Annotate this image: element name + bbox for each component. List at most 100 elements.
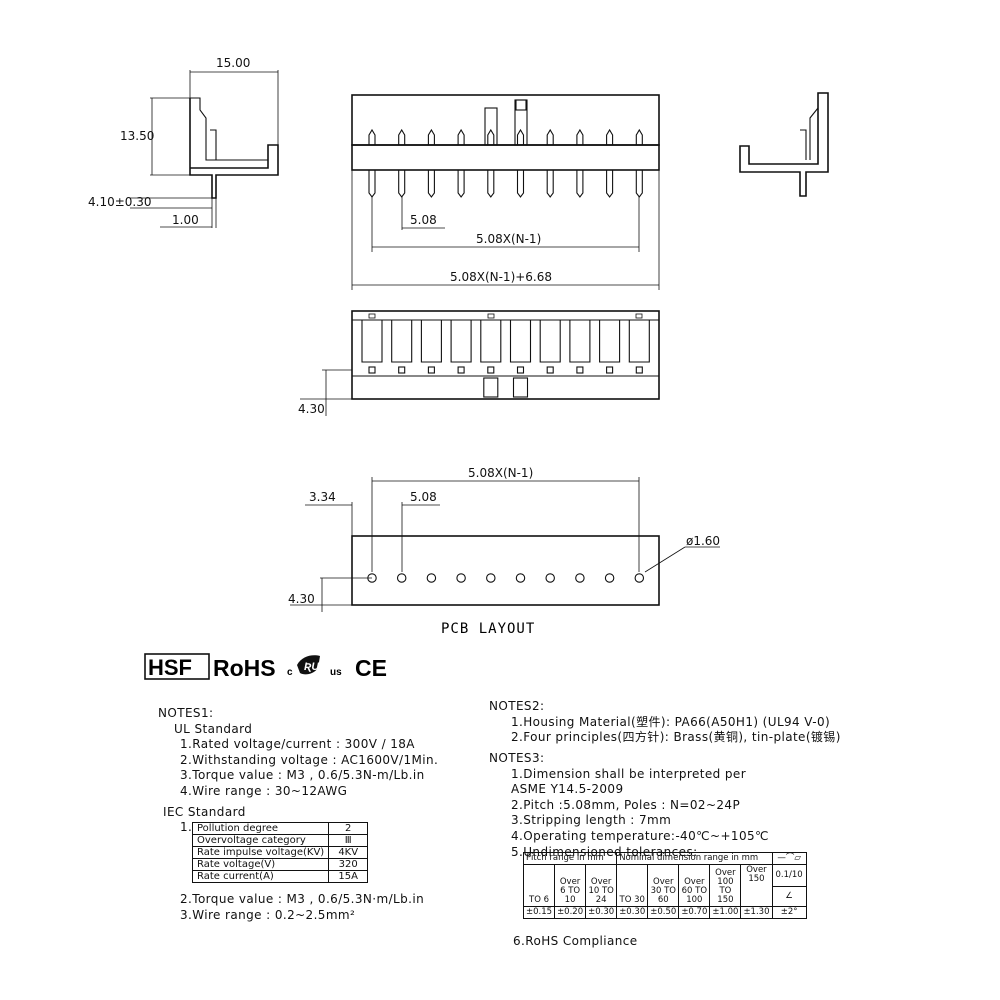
iec-label: Rate voltage(V)	[191, 858, 330, 871]
tolerance-cell: ±0.70	[678, 906, 711, 919]
hsf-text: HSF	[148, 655, 192, 680]
notes3: NOTES3: 1.Dimension shall be interpreted…	[489, 751, 769, 860]
dim-bottom-offset: 4.30	[298, 402, 325, 416]
housing-marker	[368, 313, 376, 319]
range-cell: Over 6 TO 10	[554, 864, 587, 907]
housing-slot	[569, 320, 591, 363]
dim-pcb-edge: 3.34	[309, 490, 336, 504]
rohs-logo: RoHS	[213, 655, 276, 681]
iec-value: 15A	[328, 870, 369, 883]
housing-slot	[450, 320, 472, 363]
iec-items: 2.Torque value : M3 , 0.6/5.3N·m/Lb.in 3…	[180, 892, 424, 923]
pin-bottom	[457, 170, 465, 198]
iec-label: Rate impulse voltage(KV)	[191, 846, 330, 859]
nominal-range-header: Nominal dimension range in mm	[616, 852, 773, 865]
pcb-hole	[604, 573, 615, 583]
notes3-item: 2.Pitch :5.08mm, Poles : N=02~24P	[511, 797, 741, 812]
notes3-item: 3.Stripping length : 7mm	[511, 813, 672, 828]
pcb-hole	[486, 573, 496, 583]
ce-mark: CE	[355, 655, 387, 681]
range-cell: Over 30 TO 60	[647, 864, 680, 907]
dim-pitch: 5.08	[410, 213, 437, 227]
table-row: Rate current(A)15A	[191, 870, 369, 883]
housing-slot	[539, 320, 561, 363]
housing-square	[398, 366, 406, 374]
housing-dims	[300, 369, 352, 416]
notes3-title: NOTES3:	[489, 751, 545, 765]
tolerance-table: Pitch range in mm Nominal dimension rang…	[522, 852, 807, 919]
ul-logo-icon	[297, 655, 320, 675]
housing-square	[427, 366, 435, 374]
housing-slot	[599, 320, 621, 363]
iec-value: Ⅲ	[328, 834, 369, 847]
tolerance-cell: ±1.30	[740, 906, 773, 919]
hsf-logo	[144, 653, 210, 680]
iec-value: 2	[328, 822, 369, 835]
pcb-hole	[545, 573, 555, 583]
tolerance-cell: ±1.00	[709, 906, 742, 919]
front-dims	[351, 170, 660, 290]
pin-bottom	[368, 170, 376, 198]
notes2-title: NOTES2:	[489, 699, 545, 713]
pin-top	[398, 128, 406, 145]
dim-pcb-bottom: 4.30	[288, 592, 315, 606]
range-cell: TO 30	[616, 864, 649, 907]
pcb-hole	[396, 573, 407, 583]
range-cell: TO 6	[522, 864, 556, 907]
housing-marker	[635, 313, 643, 319]
housing-square	[606, 366, 614, 374]
ul-item: 2.Withstanding voltage : AC1600V/1Min.	[180, 752, 439, 767]
pin-top	[516, 128, 525, 145]
pin-top	[487, 128, 495, 145]
dim-pin-length: 4.10±0.30	[88, 195, 152, 209]
pcb-hole	[634, 573, 645, 583]
pin-bottom	[546, 170, 554, 198]
housing-latch	[483, 377, 499, 398]
pcb-hole	[367, 573, 377, 583]
housing-square	[457, 366, 465, 374]
pcb-hole	[515, 573, 526, 583]
dim-overall: 5.08X(N-1)+6.68	[450, 270, 552, 284]
iec-item: 2.Torque value : M3 , 0.6/5.3N·m/Lb.in	[180, 892, 425, 906]
housing-cells	[361, 313, 650, 398]
pin-bottom	[516, 170, 525, 198]
iec-label: Overvoltage category	[191, 834, 330, 847]
pcb-hole	[456, 573, 466, 583]
pin-bottom	[635, 170, 643, 198]
dim-pcb-span: 5.08X(N-1)	[468, 466, 533, 480]
notes2-item: 1.Housing Material(塑件): PA66(A50H1) (UL9…	[511, 714, 831, 729]
iec-label: Pollution degree	[191, 822, 330, 835]
housing-marker	[487, 313, 495, 319]
table-row: Rate voltage(V)320	[191, 858, 369, 871]
table-row: ±0.15 ±0.20 ±0.30 ±0.30 ±0.50 ±0.70 ±1.0…	[522, 906, 807, 919]
pcb-holes	[367, 573, 645, 583]
housing-square	[635, 366, 643, 374]
iec-standard-title: IEC Standard	[163, 805, 246, 819]
iec-label: Rate current(A)	[191, 870, 330, 883]
front-view	[351, 94, 660, 171]
range-cell: Over 10 TO 24	[585, 864, 618, 907]
notes3-item: 4.Operating temperature:-40℃~+105℃	[511, 828, 769, 843]
dim-span: 5.08X(N-1)	[476, 232, 541, 246]
pcb-hole	[575, 573, 585, 583]
tolerance-cell: ±0.20	[554, 906, 587, 919]
housing-latch	[512, 377, 529, 398]
housing-square	[546, 366, 554, 374]
pitch-range-header: Pitch range in mm	[522, 852, 618, 865]
ul-item: 3.Torque value : M3 , 0.6/5.3N-m/Lb.in	[180, 768, 425, 783]
angle-tolerance: ±2°	[771, 906, 807, 919]
housing-square	[487, 366, 495, 374]
pcb-hole	[426, 573, 437, 583]
iec-value: 320	[328, 858, 369, 871]
table-row: TO 6 Over 6 TO 10 Over 10 TO 24 TO 30 Ov…	[522, 864, 807, 907]
ul-us-mark: us	[330, 667, 342, 678]
flat-tolerance: 0.1/10	[772, 865, 806, 887]
pin-bottom	[487, 170, 495, 198]
notes3-item: 1.Dimension shall be interpreted per	[511, 766, 747, 781]
table-row: Pitch range in mm Nominal dimension rang…	[522, 852, 807, 865]
certification-marks: HSF RoHS c ƦU us CE	[144, 653, 387, 681]
housing-slot	[361, 320, 383, 363]
side-view-left	[130, 70, 279, 228]
dim-pin-width: 1.00	[172, 213, 199, 227]
